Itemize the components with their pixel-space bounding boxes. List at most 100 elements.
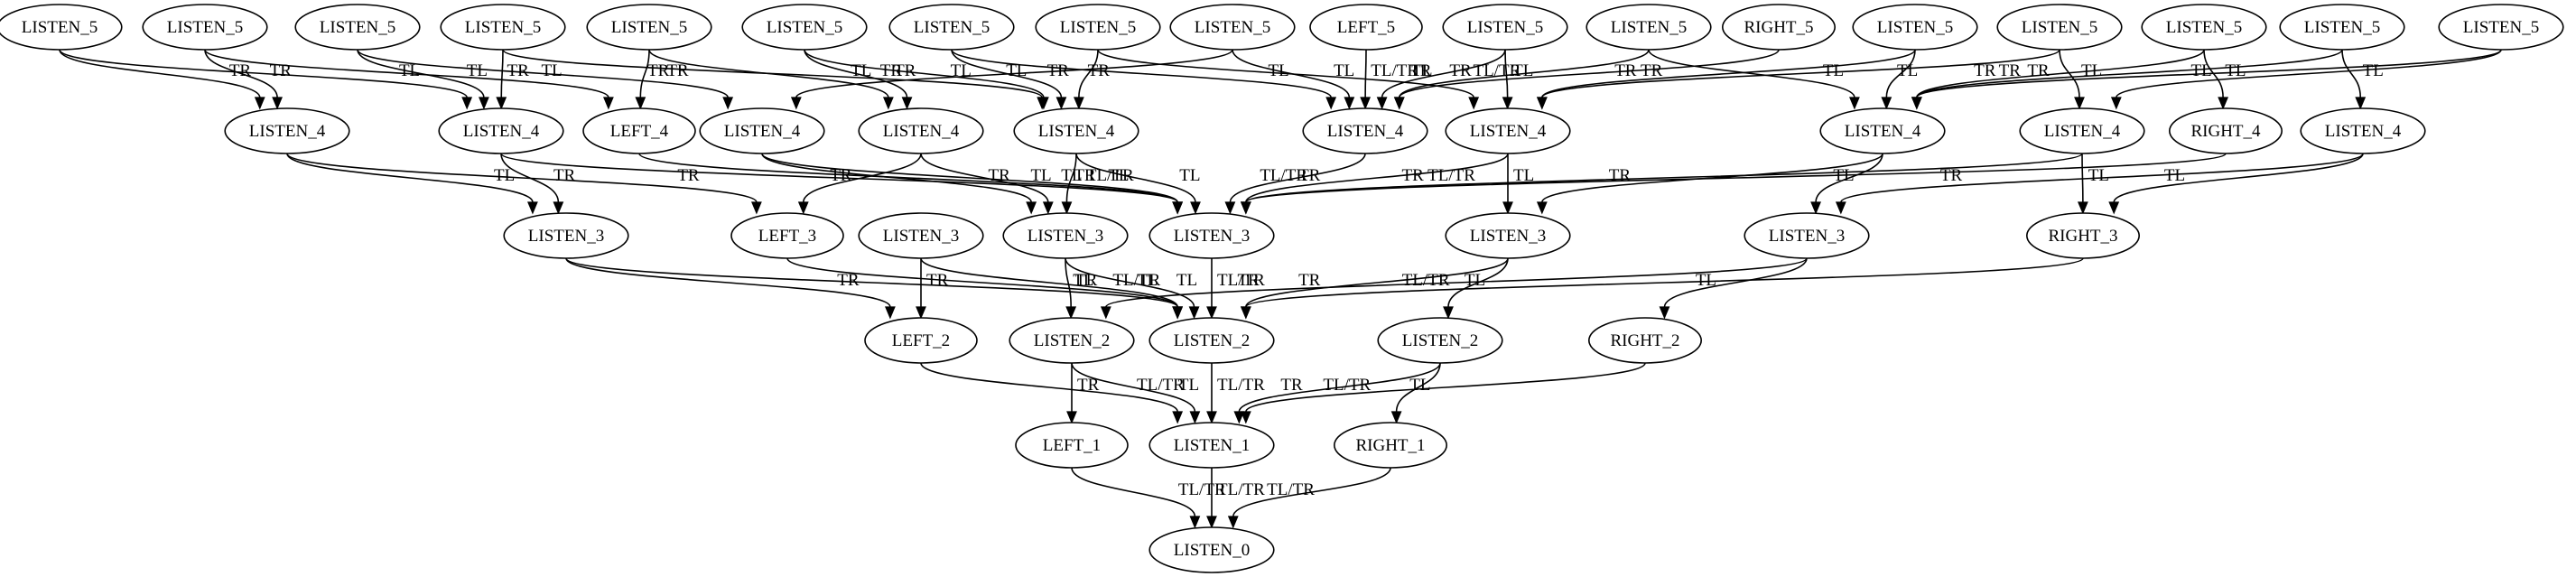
arrow-head bbox=[1188, 306, 1200, 320]
node-label: LISTEN_5 bbox=[2022, 18, 2097, 37]
edge-label: TL/TR bbox=[1473, 61, 1520, 80]
edge-line bbox=[1504, 49, 1509, 98]
node-shape bbox=[741, 4, 868, 51]
edge-lf4-to-l3e: TL/TR bbox=[638, 153, 1184, 215]
node-label: RIGHT_2 bbox=[1610, 331, 1679, 350]
edge-label: TR bbox=[1298, 166, 1321, 185]
node-shape bbox=[1722, 4, 1837, 51]
node-label: LISTEN_5 bbox=[1060, 18, 1136, 37]
arrow-head bbox=[2355, 97, 2367, 110]
node-listen-4: LISTEN_4 bbox=[2019, 107, 2145, 154]
edge-label: TR bbox=[1077, 376, 1100, 395]
edge-line bbox=[1071, 362, 1196, 413]
edge-l4g-to-l3e: TL/TR bbox=[1224, 153, 1366, 215]
nodes-layer: LISTEN_5 LISTEN_5 LISTEN_5 LISTEN_5 LISTEN_5… bbox=[0, 4, 2564, 573]
arrow-head bbox=[254, 97, 265, 110]
edge-line bbox=[1097, 49, 1474, 98]
node-left-4: LEFT_4 bbox=[582, 107, 696, 154]
arrow-head bbox=[496, 97, 507, 110]
node-listen-5: LISTEN_5 bbox=[1442, 4, 1568, 51]
edge-line bbox=[1232, 49, 1351, 98]
edge-line bbox=[1916, 49, 2205, 98]
edge-l4j-to-r3: TL bbox=[2077, 153, 2109, 215]
edge-label: TR bbox=[1609, 166, 1632, 185]
edge-l5a-to-l4b: TL bbox=[59, 49, 473, 110]
edge-label: TR bbox=[1974, 61, 1996, 80]
edge-label: TL bbox=[1897, 61, 1918, 80]
edge-l5k-to-l4g: TR bbox=[1376, 49, 1506, 110]
edge-line bbox=[795, 49, 1233, 98]
edge-label: TR bbox=[1641, 61, 1663, 80]
node-listen-3: LISTEN_3 bbox=[1744, 212, 1870, 259]
node-right-2: RIGHT_2 bbox=[1588, 317, 1703, 364]
edge-l4e-to-lf3: TR bbox=[797, 153, 922, 215]
edge-line bbox=[1078, 49, 1099, 98]
node-shape bbox=[1445, 212, 1571, 259]
arrow-head bbox=[1502, 97, 1513, 110]
edge-label: TL/TR bbox=[1371, 61, 1418, 80]
node-left-5: LEFT_5 bbox=[1309, 4, 1423, 51]
edge-label: TR bbox=[837, 271, 860, 290]
edge-l3g-to-l2a: TR bbox=[1100, 257, 1808, 320]
node-label: LISTEN_5 bbox=[1611, 18, 1687, 37]
node-label: LISTEN_4 bbox=[1038, 122, 1115, 141]
edge-label: TL/TR bbox=[1402, 271, 1450, 290]
node-label: LISTEN_5 bbox=[1195, 18, 1270, 37]
node-listen-5: LISTEN_5 bbox=[1996, 4, 2123, 51]
edge-l5r-to-l4j: TL bbox=[2110, 49, 2502, 110]
edge-line bbox=[1364, 49, 1367, 98]
node-listen-3: LISTEN_3 bbox=[1149, 212, 1275, 259]
node-listen-4: LISTEN_4 bbox=[1013, 107, 1139, 154]
edge-line bbox=[2116, 49, 2502, 98]
edge-line bbox=[2341, 49, 2362, 98]
arrow-head bbox=[1037, 97, 1049, 110]
node-shape bbox=[1996, 4, 2123, 51]
node-label: LEFT_2 bbox=[892, 331, 950, 350]
edge-line bbox=[2113, 153, 2364, 203]
edge-label: TR bbox=[1088, 61, 1111, 80]
edge-line bbox=[286, 153, 534, 203]
edge-l4i-to-l3f: TR bbox=[1536, 153, 1883, 215]
edge-label: TL bbox=[494, 166, 515, 185]
node-right-3: RIGHT_3 bbox=[2026, 212, 2141, 259]
edge-line bbox=[1245, 153, 2083, 203]
edge-label: TL bbox=[1334, 61, 1354, 80]
edge-line bbox=[804, 49, 1045, 98]
edge-lf5-to-l4g: TL/TR bbox=[1360, 49, 1418, 110]
arrow-head bbox=[1073, 97, 1084, 110]
node-label: RIGHT_5 bbox=[1744, 18, 1813, 37]
node-listen-5: LISTEN_5 bbox=[1169, 4, 1296, 51]
arrow-head bbox=[1810, 201, 1821, 215]
edge-label: TR bbox=[1075, 271, 1098, 290]
node-listen-5: LISTEN_5 bbox=[0, 4, 123, 51]
node-label: LISTEN_5 bbox=[611, 18, 687, 37]
arrow-head bbox=[479, 97, 489, 110]
arrow-head bbox=[1172, 411, 1184, 424]
edge-line bbox=[204, 49, 609, 98]
arrow-head bbox=[553, 201, 564, 215]
node-shape bbox=[1377, 317, 1503, 364]
node-shape bbox=[1149, 526, 1275, 573]
edge-l5k-to-l4h: TL bbox=[1502, 49, 1533, 110]
edge-l3d-to-l2a: TR bbox=[1065, 257, 1098, 320]
edge-line bbox=[1071, 467, 1196, 517]
arrow-head bbox=[790, 97, 802, 110]
node-shape bbox=[1035, 4, 1161, 51]
edge-l4l-to-r3: TL bbox=[2108, 153, 2364, 215]
arrow-head bbox=[1042, 201, 1054, 215]
node-shape bbox=[1334, 422, 1448, 469]
node-label: LISTEN_5 bbox=[914, 18, 990, 37]
node-shape bbox=[2438, 4, 2564, 51]
edge-l5i-to-l4g: TL bbox=[1232, 49, 1354, 110]
edge-label: TR bbox=[880, 61, 903, 80]
arrow-head bbox=[1061, 201, 1073, 215]
edge-lf2-to-l1: TL/TR bbox=[920, 362, 1185, 424]
node-label: LISTEN_2 bbox=[1402, 331, 1478, 350]
edge-line bbox=[357, 49, 729, 98]
node-shape bbox=[1586, 4, 1712, 51]
node-shape bbox=[582, 107, 696, 154]
arrow-head bbox=[1056, 97, 1067, 110]
node-listen-4: LISTEN_4 bbox=[699, 107, 825, 154]
node-left-1: LEFT_1 bbox=[1015, 422, 1129, 469]
node-listen-5: LISTEN_5 bbox=[586, 4, 712, 51]
